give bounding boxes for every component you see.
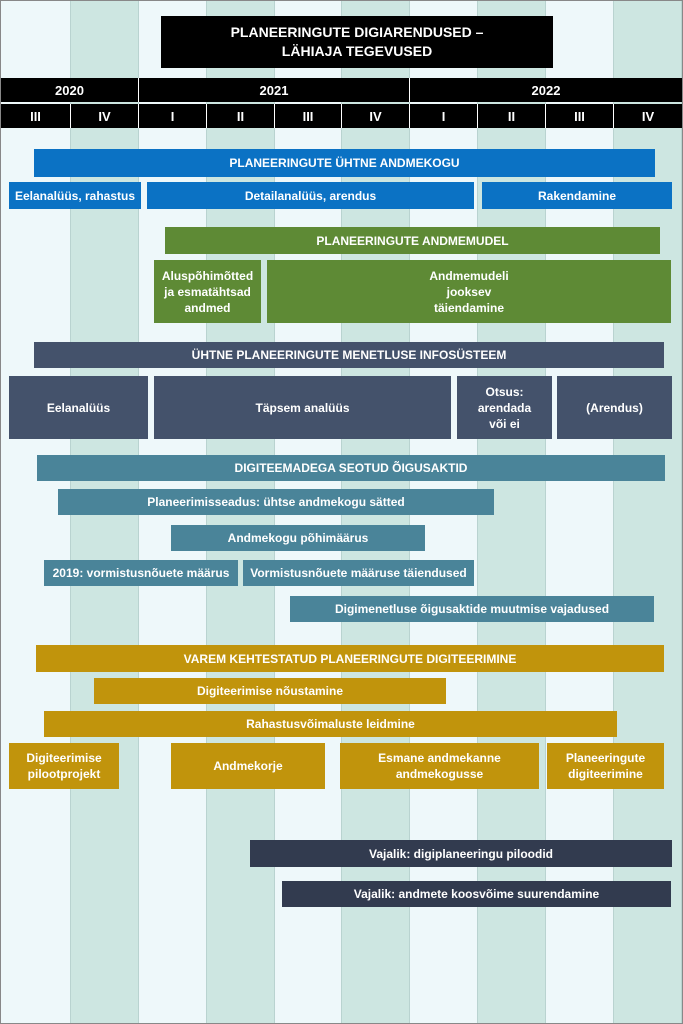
digiteerimine-heading: VAREM KEHTESTATUD PLANEERINGUTE DIGITEER…: [36, 645, 664, 672]
vajalik-piloodid: Vajalik: digiplaneeringu piloodid: [250, 840, 672, 867]
andmemudel-item2-line1: Andmemudeli: [429, 268, 509, 283]
digiteerimine-planeeringute-digiteerimine: Planeeringute digiteerimine: [547, 743, 664, 789]
oigusaktid-digimenetluse-vajadused: Digimenetluse õigusaktide muutmise vajad…: [290, 596, 654, 622]
vajalik-koosvoime: Vajalik: andmete koosvõime suurendamine: [282, 881, 671, 907]
chart-title: PLANEERINGUTE DIGIARENDUSED – LÄHIAJA TE…: [161, 16, 553, 68]
andmekogu-heading: PLANEERINGUTE ÜHTNE ANDMEKOGU: [34, 149, 655, 177]
infosusteem-item3-line3: või ei: [489, 416, 520, 431]
year-2020: 2020: [1, 78, 139, 102]
digiteerimine-item5-line2: andmekogusse: [395, 767, 484, 781]
oigusaktid-heading: DIGITEEMADEGA SEOTUD ÕIGUSAKTID: [37, 455, 665, 481]
quarter-2020-iv: IV: [71, 104, 139, 128]
andmemudel-item2-line2: jooksev: [446, 284, 492, 299]
quarter-2022-i: I: [410, 104, 478, 128]
andmekogu-eelanaluus: Eelanalüüs, rahastus: [9, 182, 141, 209]
andmemudel-item2-line3: täiendamine: [433, 300, 505, 315]
quarter-2021-ii: II: [207, 104, 275, 128]
andmemudel-item1-line2: ja esmatähtsad: [164, 284, 251, 299]
infosusteem-item3-line2: arendada: [477, 400, 532, 415]
infosusteem-tapsem-analuus: Täpsem analüüs: [154, 376, 451, 439]
digiteerimine-esmane-andmekanne: Esmane andmekanne andmekogusse: [340, 743, 539, 789]
year-header-row: 2020 2021 2022: [1, 78, 682, 102]
chart-title-line1: PLANEERINGUTE DIGIARENDUSED –: [230, 24, 484, 40]
andmemudel-item1-line3: andmed: [184, 300, 231, 315]
andmemudel-aluspohimotted: Aluspõhimõtted ja esmatähtsad andmed: [154, 260, 261, 323]
chart-title-line2: LÄHIAJA TEGEVUSED: [281, 43, 433, 59]
oigusaktid-andmekogu-pohimaarus: Andmekogu põhimäärus: [171, 525, 425, 551]
digiteerimine-noustamine: Digiteerimise nõustamine: [94, 678, 446, 704]
year-2021: 2021: [139, 78, 410, 102]
digiteerimine-item6-line2: digiteerimine: [568, 767, 643, 781]
infosusteem-arendus: (Arendus): [557, 376, 672, 439]
quarter-2020-iii: III: [1, 104, 71, 128]
oigusaktid-planeerimisseadus: Planeerimisseadus: ühtse andmekogu sätte…: [58, 489, 494, 515]
quarter-2021-iv: IV: [342, 104, 410, 128]
digiteerimine-pilootprojekt: Digiteerimise pilootprojekt: [9, 743, 119, 789]
digiteerimine-andmekorje: Andmekorje: [171, 743, 325, 789]
quarter-2022-iv: IV: [641, 108, 655, 124]
andmekogu-rakendamine: Rakendamine: [482, 182, 672, 209]
digiteerimine-item3-line1: Digiteerimise: [26, 751, 102, 765]
quarter-2022-iii: III: [546, 104, 614, 128]
digiteerimine-item6-line1: Planeeringute: [565, 751, 646, 765]
infosusteem-item3-line1: Otsus:: [485, 384, 524, 399]
year-2022: 2022: [531, 82, 561, 98]
quarter-2021-iii: III: [275, 104, 342, 128]
digiteerimine-item3-line2: pilootprojekt: [27, 767, 101, 781]
quarter-2022-ii: II: [478, 104, 546, 128]
andmemudel-jooksev-taiendamine: Andmemudeli jooksev täiendamine: [267, 260, 671, 323]
oigusaktid-vormistusnouete-taiendused: Vormistusnõuete määruse täiendused: [243, 560, 474, 586]
digiteerimine-rahastusvoimalused: Rahastusvõimaluste leidmine: [44, 711, 617, 737]
digiteerimine-item5-line1: Esmane andmekanne: [378, 751, 501, 765]
infosusteem-eelanaluus: Eelanalüüs: [9, 376, 148, 439]
oigusaktid-2019-vormistusnouete-maarus: 2019: vormistusnõuete määrus: [44, 560, 238, 586]
quarter-2021-i: I: [139, 104, 207, 128]
andmemudel-item1-line1: Aluspõhimõtted: [161, 268, 254, 283]
andmekogu-detailanaluus: Detailanalüüs, arendus: [147, 182, 474, 209]
quarter-header-row: III IV I II III IV I II III IV: [1, 104, 682, 128]
infosusteem-heading: ÜHTNE PLANEERINGUTE MENETLUSE INFOSÜSTEE…: [34, 342, 664, 368]
andmemudel-heading: PLANEERINGUTE ANDMEMUDEL: [165, 227, 660, 254]
infosusteem-otsus: Otsus: arendada või ei: [457, 376, 552, 439]
